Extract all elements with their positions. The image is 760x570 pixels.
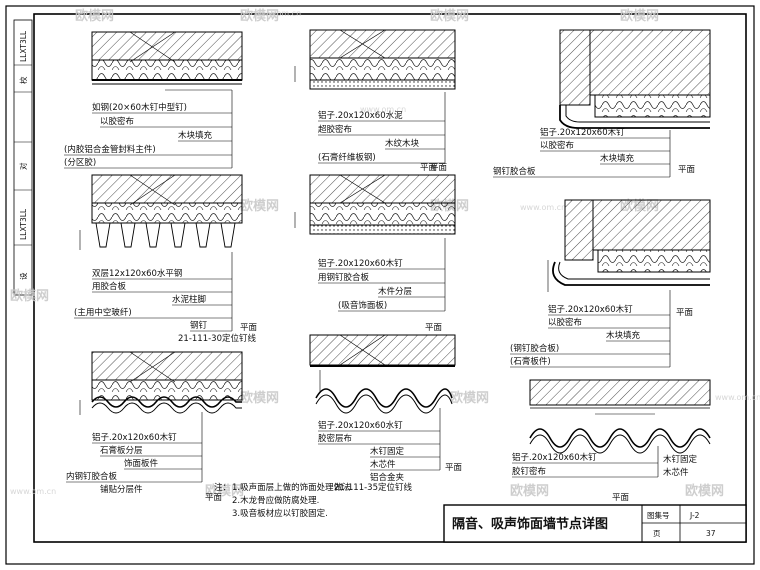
- watermark-brand: 欧模网: [620, 8, 659, 24]
- watermark-site: www.om.cn: [255, 9, 301, 18]
- outer-border: [5, 5, 755, 565]
- detail-label: 木芯件: [663, 467, 689, 478]
- detail-label: 铝子.20x120x60水钉: [318, 420, 403, 431]
- detail-label: (主用中空玻纤): [74, 307, 132, 318]
- detail-label: 胶密层布: [318, 433, 352, 444]
- detail-b3: 铝子.20x120x60水钉 胶密层布 木钉固定 木芯件 铝合金夹 21-111…: [309, 323, 463, 493]
- watermark-brand: 欧模网: [240, 8, 279, 24]
- detail-label: 铝子.20x120x60木钉: [318, 258, 403, 269]
- detail-label: 平面: [612, 493, 630, 503]
- detail-label: 钢钉胶合板: [493, 166, 536, 177]
- watermark-site: www.om.cn: [520, 203, 566, 212]
- detail-label: 铝子.20x120x60木钉: [540, 127, 625, 138]
- watermark-brand: 欧模网: [510, 483, 549, 499]
- detail-label: (分区胶): [64, 157, 96, 168]
- notes-line: 3.吸音板材应以钉胶固定.: [232, 508, 328, 519]
- watermark-brand: 欧模网: [430, 8, 469, 24]
- code-label: 图集号: [647, 510, 670, 520]
- detail-c3: 铝子.20x120x60木钉 胶钉密布 木钉固定 木芯件 平面: [512, 379, 711, 503]
- watermark-site: www.om.cn: [360, 105, 406, 114]
- watermarks: 欧模网 欧模网 欧模网 欧模网 欧模网 欧模网 欧模网 欧模网 欧模网 欧模网 …: [10, 8, 760, 499]
- detail-label: 木块填充: [600, 153, 635, 164]
- detail-label: 铝合金夹: [370, 472, 405, 483]
- detail-a3: 铝子.20x120x60木钉 石膏板分层 饰面板件 内钢钉胶合板 铺贴分层件 平…: [66, 351, 243, 503]
- detail-label: 木钉固定: [663, 454, 698, 465]
- detail-label: 双层12x120x60水平钢: [92, 268, 182, 279]
- detail-label: 铝子.20x120x60木钉: [512, 452, 597, 463]
- detail-label: (石膏板件): [510, 356, 551, 367]
- detail-label: 平面: [420, 163, 438, 173]
- detail-label: 平面: [205, 493, 223, 503]
- watermark-site: www.om.cn: [715, 393, 760, 402]
- detail-b2: 铝子.20x120x60木钉 用钢钉胶合板 木件分层 (吸音饰面板) 平面: [294, 163, 456, 312]
- watermark-brand: 欧模网: [240, 198, 279, 214]
- detail-label: 平面: [240, 323, 258, 333]
- code-value: J-2: [689, 511, 700, 520]
- detail-label: 石膏板分层: [100, 445, 143, 456]
- watermark-brand: 欧模网: [240, 390, 279, 406]
- title-block: 隔音、吸声饰面墙节点详图 图集号 J-2 页 37: [443, 504, 747, 543]
- detail-label: 超胶密布: [318, 124, 352, 135]
- detail-a1: 如钢(20×60木钉中型钉) 以胶密布 木块填充 (内胶铝合金管封料主件) (分…: [64, 31, 243, 169]
- sidebar-label: LLXT3LL: [19, 30, 28, 62]
- notes-line: 1.吸声面层上做的饰面处理做法.: [232, 482, 353, 493]
- detail-label: 木芯件: [370, 459, 396, 470]
- notes-block: 注： 1.吸声面层上做的饰面处理做法. 2.木龙骨应做防腐处理. 3.吸音板材应…: [214, 482, 353, 519]
- detail-label: 铝子.20x120x60木钉: [92, 432, 177, 443]
- detail-label: 木块填充: [178, 130, 213, 141]
- signature-strip: LLXT3LL 校 对 LLXT3LL 设: [13, 19, 33, 296]
- detail-label: 用胶合板: [92, 281, 127, 292]
- detail-note: 21-111-35定位钉线: [334, 482, 412, 493]
- detail-label: 内钢钉胶合板: [66, 471, 118, 482]
- detail-a2: 双层12x120x60水平钢 用胶合板 水泥柱脚 (主用中空玻纤) 钢钉 21-…: [74, 174, 258, 344]
- watermark-brand: 欧模网: [685, 483, 724, 499]
- detail-b1: 铝子.20x120x60水泥 超胶密布 木纹木块 (石膏纤维板钢) 平面: [294, 29, 456, 173]
- sidebar-label: 对: [18, 162, 28, 170]
- detail-label: 平面: [430, 163, 448, 173]
- detail-label: 木件分层: [378, 286, 412, 297]
- detail-label: 铺贴分层件: [100, 484, 143, 495]
- detail-label: 钢钉: [190, 320, 208, 331]
- detail-label: 饰面板件: [124, 458, 159, 469]
- detail-label: 平面: [445, 463, 463, 473]
- detail-label: 以胶密布: [548, 317, 582, 328]
- detail-label: 平面: [425, 323, 443, 333]
- detail-label: 木块填充: [606, 330, 641, 341]
- detail-label: 胶钉密布: [512, 466, 546, 477]
- drawing-title: 隔音、吸声饰面墙节点详图: [452, 516, 608, 532]
- detail-label: 铝子.20x120x60水泥: [318, 110, 403, 121]
- detail-label: 如钢(20×60木钉中型钉): [92, 102, 187, 113]
- page-label: 页: [653, 529, 661, 538]
- watermark-brand: 欧模网: [75, 8, 114, 24]
- sidebar-label: 校: [18, 76, 28, 84]
- detail-label: (内胶铝合金管封料主件): [64, 144, 156, 155]
- detail-label: 用钢钉胶合板: [318, 272, 370, 283]
- notes-label: 注：: [214, 482, 231, 493]
- detail-label: 木纹木块: [385, 138, 420, 149]
- detail-c1: 铝子.20x120x60木钉 以胶密布 木块填充 钢钉胶合板 平面: [493, 29, 711, 178]
- detail-label: (石膏纤维板钢): [318, 152, 376, 163]
- detail-label: 铝子.20x120x60木钉: [548, 304, 633, 315]
- watermark-brand: 欧模网: [205, 483, 244, 499]
- detail-note: 21-111-30定位钉线: [178, 333, 256, 344]
- detail-label: 以胶密布: [100, 116, 134, 127]
- detail-label: 平面: [678, 165, 696, 175]
- page-value: 37: [706, 529, 716, 538]
- sidebar-label: 设: [18, 272, 28, 280]
- detail-label: 以胶密布: [540, 140, 574, 151]
- detail-label: 平面: [676, 308, 694, 318]
- watermark-site: www.om.cn: [10, 487, 56, 496]
- inner-border: [33, 13, 747, 543]
- detail-label: (吸音饰面板): [338, 300, 387, 311]
- detail-label: 木钉固定: [370, 446, 405, 457]
- detail-c2: 铝子.20x120x60木钉 以胶密布 木块填充 (钢钉胶合板) (石膏板件) …: [510, 199, 711, 368]
- watermark-brand: 欧模网: [450, 390, 489, 406]
- notes-line: 2.木龙骨应做防腐处理.: [232, 495, 319, 506]
- sidebar-label: LLXT3LL: [19, 208, 28, 240]
- watermark-brand: 欧模网: [10, 288, 49, 304]
- detail-label: 水泥柱脚: [172, 294, 206, 305]
- detail-label: (钢钉胶合板): [510, 343, 559, 354]
